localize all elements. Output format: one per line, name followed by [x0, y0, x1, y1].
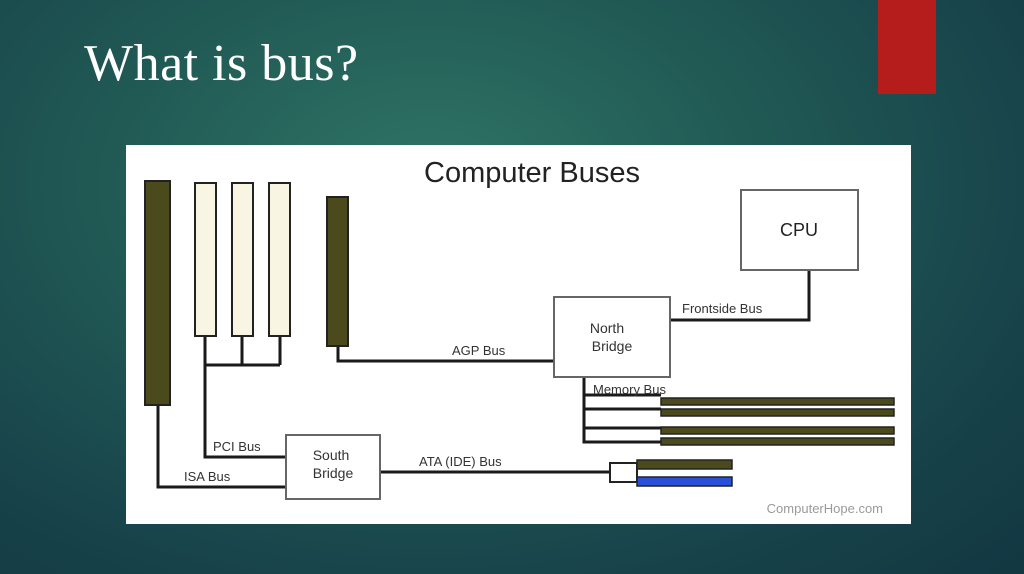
agp-slot [326, 196, 349, 347]
bus-wires [156, 269, 811, 489]
north-bridge-label-2: Bridge [592, 338, 633, 354]
diagram-title: Computer Buses [424, 157, 640, 189]
pci-bus-wire [203, 335, 286, 459]
isa-bus-wire [156, 404, 286, 489]
memory-module-2 [660, 408, 895, 417]
south-bridge-label-1: South [313, 447, 350, 463]
diagram-credit: ComputerHope.com [767, 501, 883, 516]
isa-bus-label: ISA Bus [184, 469, 231, 484]
ata-device-1 [636, 459, 733, 470]
computer-buses-diagram: Computer Buses [144, 157, 895, 516]
agp-bus-wire [336, 345, 554, 363]
frontside-bus-label: Frontside Bus [682, 301, 763, 316]
frontside-bus-wire [670, 269, 811, 322]
memory-module-1 [660, 397, 895, 406]
cpu-box [740, 189, 859, 271]
ata-bus-label: ATA (IDE) Bus [419, 454, 502, 469]
isa-slot [144, 180, 171, 406]
ata-connector [609, 462, 638, 483]
agp-bus-label: AGP Bus [452, 343, 506, 358]
accent-bar [878, 0, 936, 94]
ata-device-2 [636, 476, 733, 487]
diagram-panel: Computer Buses [126, 145, 911, 524]
pci-slot-2 [231, 182, 254, 337]
north-bridge-label-1: North [590, 320, 624, 336]
south-bridge-label-2: Bridge [313, 465, 354, 481]
memory-module-3 [660, 426, 895, 435]
pci-bus-label: PCI Bus [213, 439, 261, 454]
cpu-label: CPU [780, 220, 818, 240]
pci-slot-3 [268, 182, 291, 337]
memory-bus-wire [582, 377, 661, 444]
memory-module-4 [660, 437, 895, 446]
pci-slot-1 [194, 182, 217, 337]
slide-title: What is bus? [84, 35, 359, 92]
north-bridge-box [553, 296, 671, 378]
south-bridge-box [285, 434, 381, 500]
memory-bus-label: Memory Bus [593, 382, 666, 397]
